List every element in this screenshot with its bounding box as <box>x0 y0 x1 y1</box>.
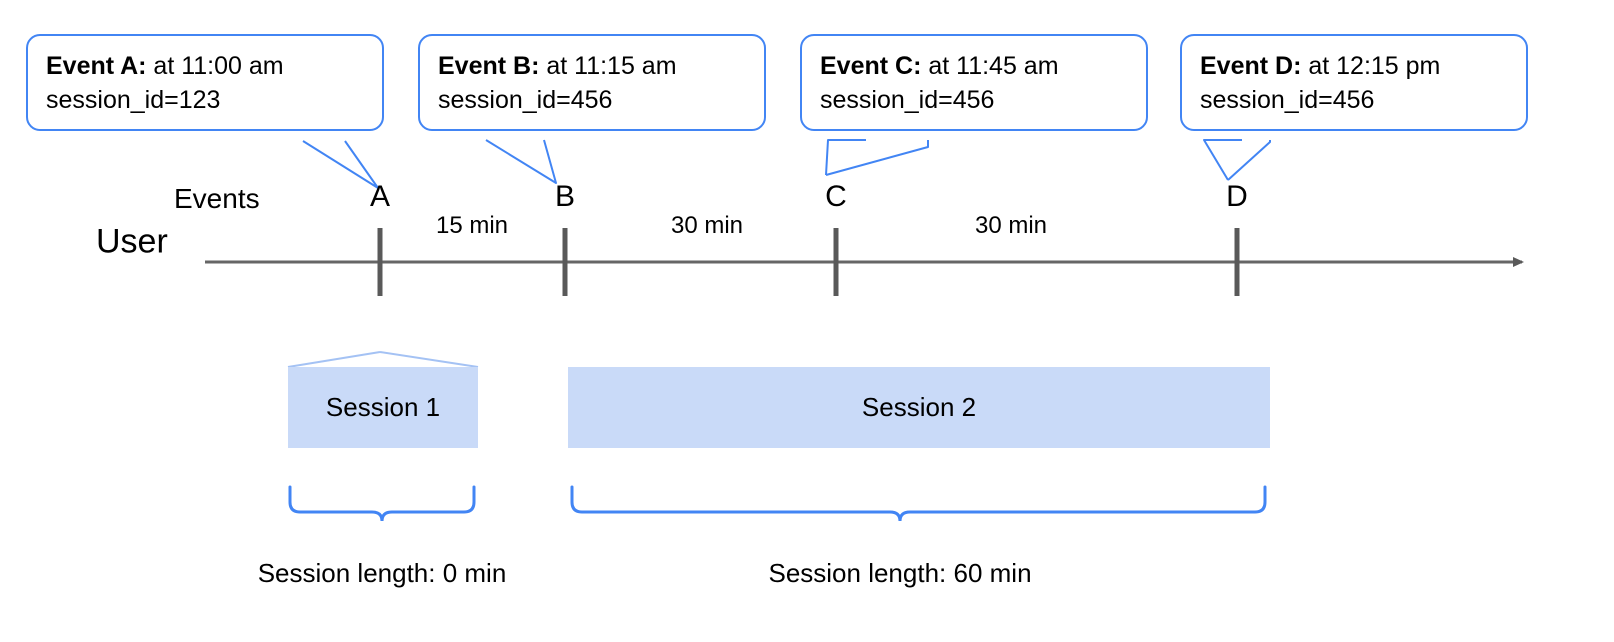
callout-b-line1: Event B: at 11:15 am <box>438 50 746 84</box>
callout-tail-a <box>302 140 379 189</box>
session-length-label-2: Session length: 60 min <box>768 558 1032 588</box>
callout-c-line2: session_id=456 <box>820 85 995 114</box>
marker-label-b: B <box>554 180 576 213</box>
brace-session1 <box>288 485 476 522</box>
callout-c-lead: Event C: <box>820 52 922 80</box>
session-block-2-label: Session 2 <box>861 392 977 422</box>
marker-label-c: C <box>825 180 847 213</box>
callout-d-time: at 12:15 pm <box>1301 52 1441 80</box>
row-label-events: Events <box>174 183 260 214</box>
callout-c-time: at 11:45 am <box>921 52 1059 80</box>
callout-b-line2: session_id=456 <box>438 85 613 114</box>
callout-tail-c <box>825 139 929 176</box>
session1-connector <box>287 351 479 368</box>
callout-a-lead: Event A: <box>46 52 147 80</box>
callout-d-line2: session_id=456 <box>1200 85 1375 114</box>
marker-label-a: A <box>369 180 391 213</box>
marker-label-d: D <box>1226 180 1248 213</box>
callout-d-lead: Event D: <box>1200 52 1302 80</box>
callout-event-b[interactable]: Event B: at 11:15 am session_id=456 <box>418 34 766 131</box>
brace-session2 <box>570 485 1267 522</box>
session-block-2[interactable]: Session 2 <box>568 367 1270 448</box>
axis-label-user: User <box>96 222 168 261</box>
callout-event-c[interactable]: Event C: at 11:45 am session_id=456 <box>800 34 1148 131</box>
session-block-1-label: Session 1 <box>325 392 441 422</box>
callout-d-line1: Event D: at 12:15 pm <box>1200 50 1508 84</box>
gap-label-a-b: 15 min <box>435 212 509 239</box>
callout-event-a[interactable]: Event A: at 11:00 am session_id=123 <box>26 34 384 131</box>
callout-tail-d <box>1203 139 1271 181</box>
callout-a-time: at 11:00 am <box>146 52 284 80</box>
callout-event-d[interactable]: Event D: at 12:15 pm session_id=456 <box>1180 34 1528 131</box>
gap-label-b-c: 30 min <box>670 212 744 239</box>
callout-tail-b <box>485 139 557 184</box>
callout-a-line1: Event A: at 11:00 am <box>46 50 364 84</box>
callout-b-lead: Event B: <box>438 52 540 80</box>
callout-a-line2: session_id=123 <box>46 85 221 114</box>
gap-label-c-d: 30 min <box>974 212 1048 239</box>
session-block-1[interactable]: Session 1 <box>288 367 478 448</box>
callout-b-time: at 11:15 am <box>539 52 677 80</box>
session-length-label-1: Session length: 0 min <box>257 558 507 588</box>
callout-c-line1: Event C: at 11:45 am <box>820 50 1128 84</box>
